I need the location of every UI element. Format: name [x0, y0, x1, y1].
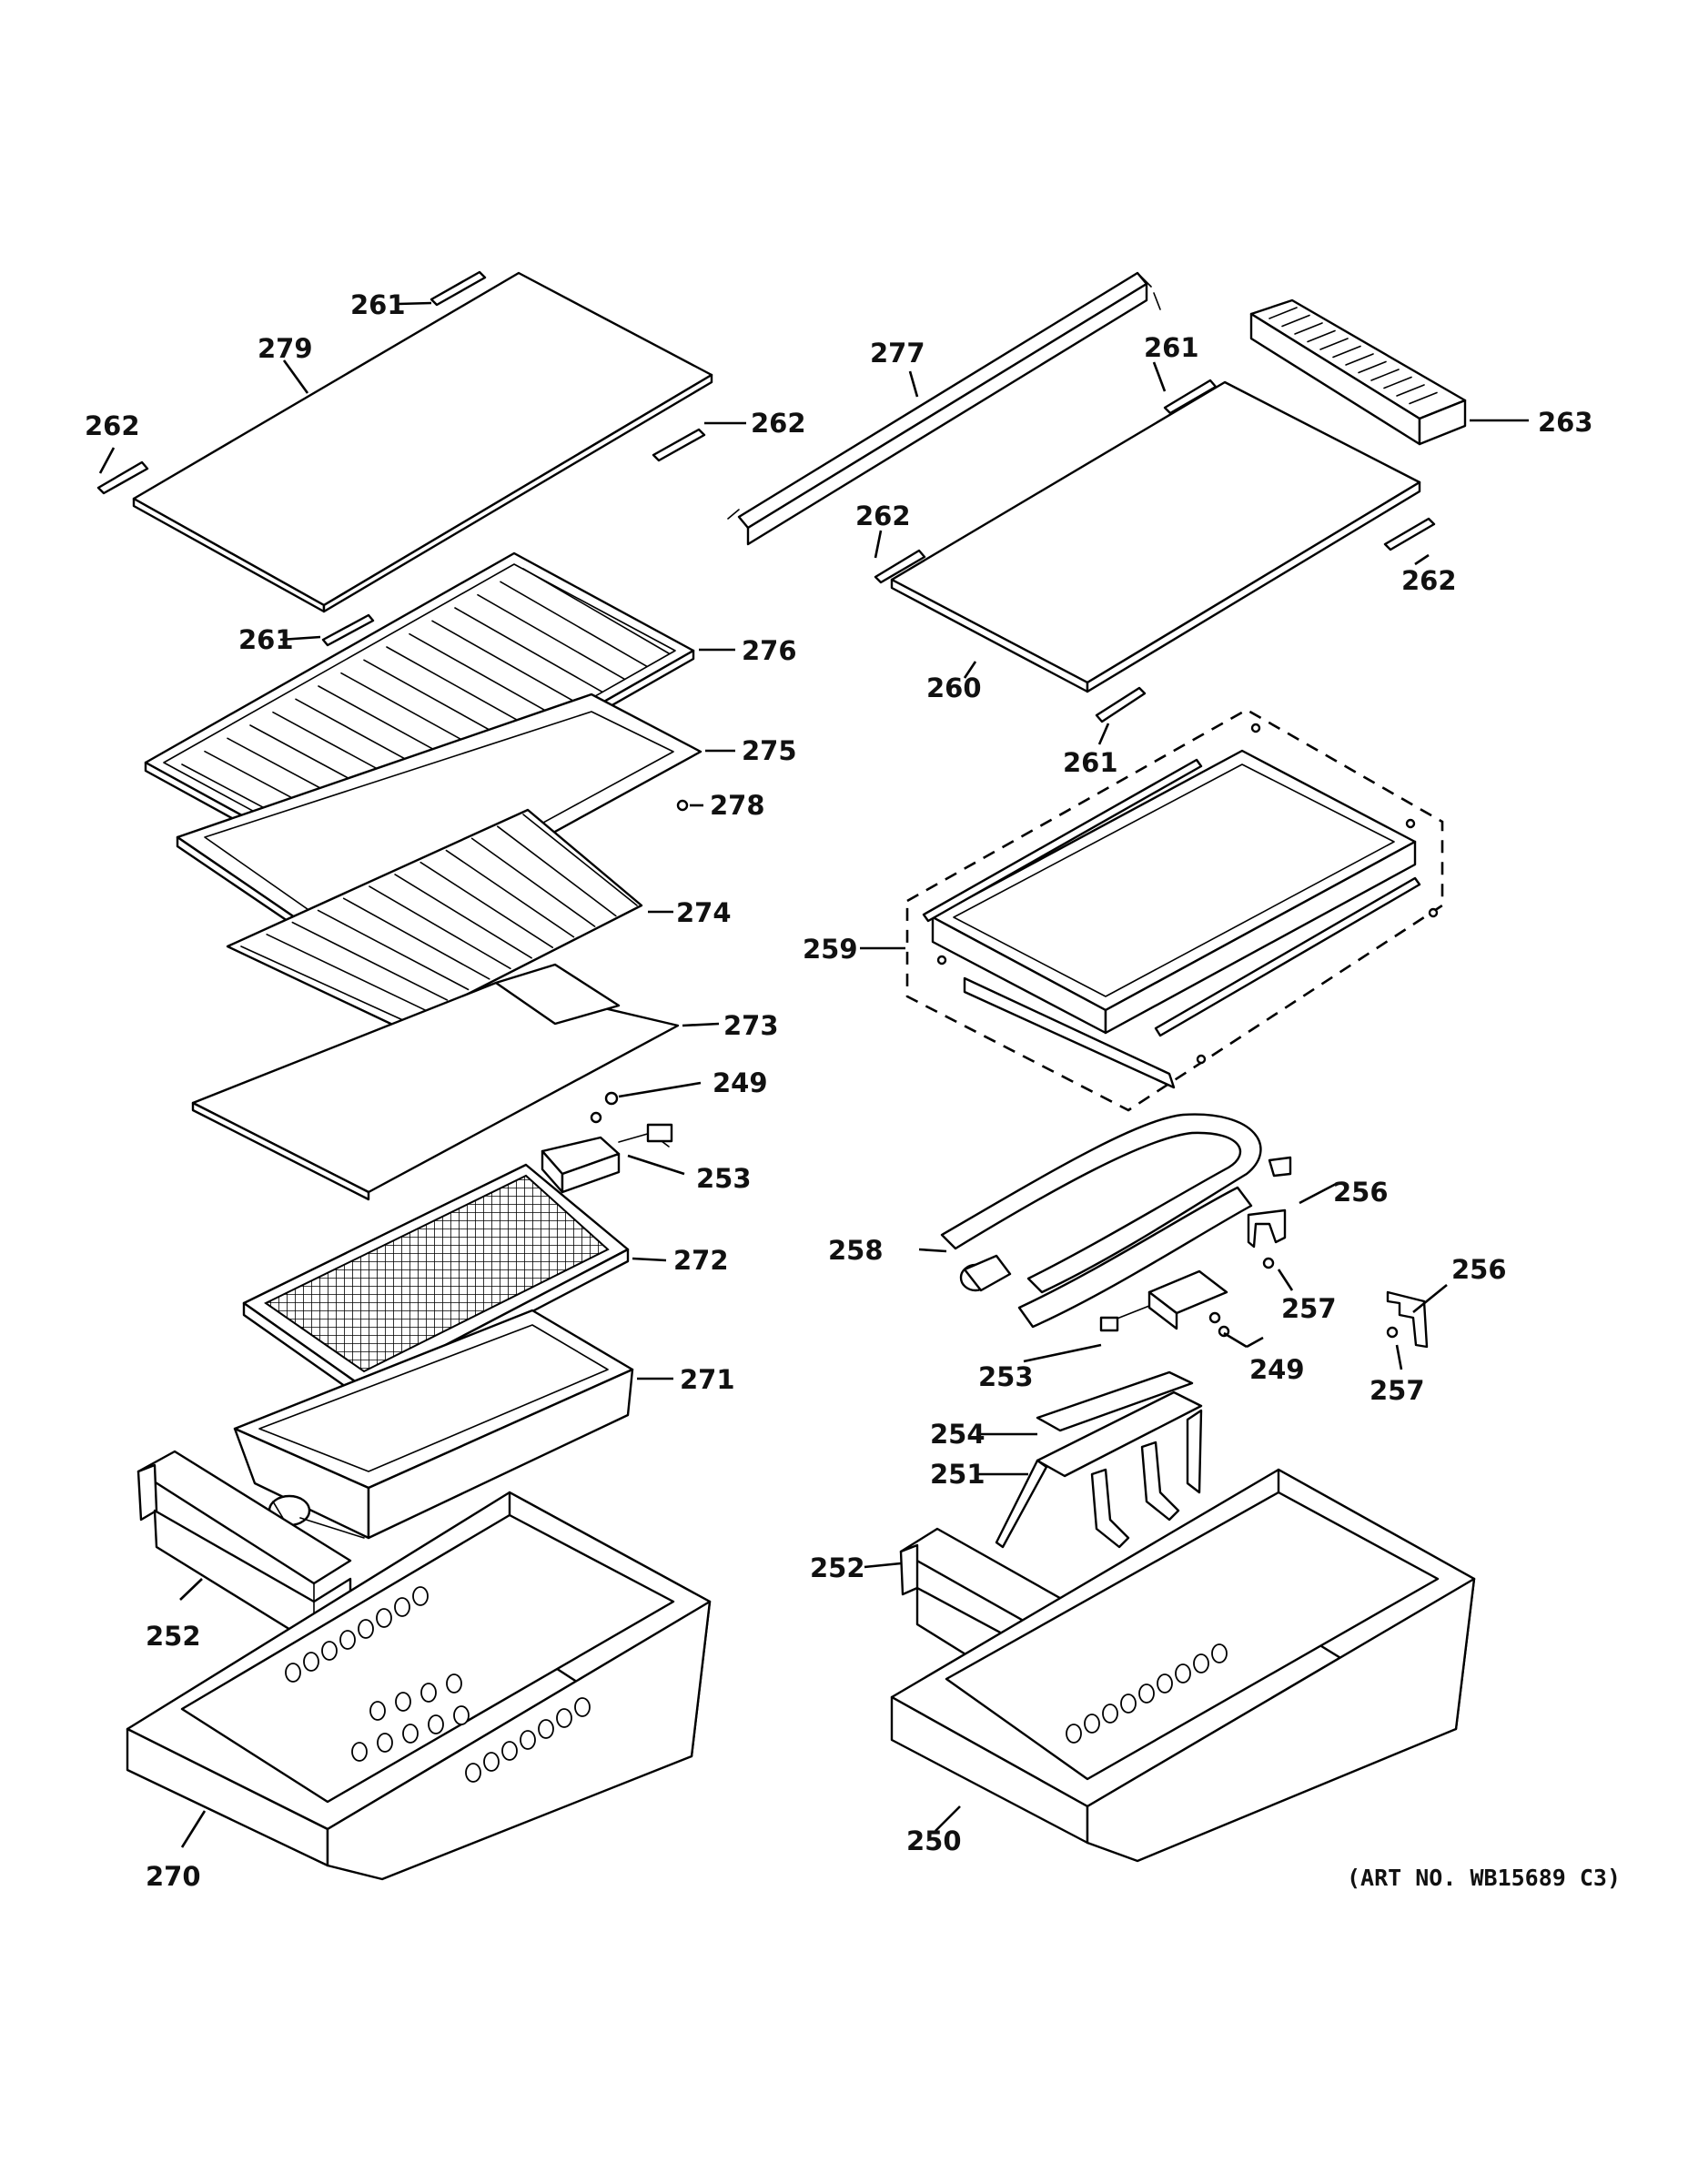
label-273: 273 — [723, 1010, 779, 1041]
label-272: 272 — [673, 1245, 729, 1276]
screw-278 — [676, 799, 689, 812]
bracket-256-a — [1247, 1208, 1287, 1249]
igniter-switch-253-left — [541, 1123, 673, 1194]
rear-trim-277 — [727, 271, 1161, 546]
burner-box-271 — [233, 1309, 634, 1548]
label-262: 262 — [751, 408, 806, 439]
label-261: 261 — [1063, 747, 1118, 778]
label-271: 271 — [680, 1364, 735, 1395]
vent-grille-263 — [1249, 298, 1467, 446]
label-254: 254 — [930, 1419, 986, 1450]
trim-strip-261-top-right — [1163, 379, 1218, 415]
griddle-housing-250 — [890, 1468, 1476, 1863]
trim-strip-262-right-top — [652, 428, 706, 462]
label-274: 274 — [676, 897, 732, 928]
bracket-256-b — [1386, 1290, 1429, 1349]
screw-249-left — [590, 1091, 619, 1124]
art-number: (ART NO. WB15689 C3) — [1347, 1865, 1621, 1891]
burner-bracket-251 — [995, 1390, 1203, 1549]
screw-257-a — [1262, 1257, 1275, 1269]
cover-260 — [890, 380, 1421, 693]
part-number-labels: 261 279 262 262 261 276 275 278 274 273 … — [85, 289, 1621, 1892]
leader-lines — [98, 301, 1529, 1848]
label-252: 252 — [146, 1621, 201, 1652]
radiant-plate-274 — [226, 808, 643, 1030]
label-262: 262 — [85, 410, 140, 441]
trim-strip-261-mid-left — [321, 613, 375, 647]
trim-strip-262-left — [96, 460, 149, 495]
label-250: 250 — [906, 1825, 962, 1856]
u-burner-258 — [940, 1113, 1292, 1329]
igniter-switch-253-right — [1099, 1269, 1228, 1332]
label-260: 260 — [926, 672, 982, 703]
label-261: 261 — [1144, 332, 1199, 363]
label-259: 259 — [803, 934, 858, 965]
trim-strip-262-mid-right — [874, 549, 926, 584]
screw-249-right — [1208, 1311, 1230, 1338]
label-256: 256 — [1451, 1254, 1507, 1285]
label-275: 275 — [742, 735, 797, 766]
label-251: 251 — [930, 1459, 986, 1490]
label-249: 249 — [1249, 1354, 1305, 1385]
label-263: 263 — [1538, 407, 1593, 438]
label-258: 258 — [828, 1235, 884, 1266]
label-257: 257 — [1370, 1375, 1425, 1406]
label-276: 276 — [742, 635, 797, 666]
label-261: 261 — [350, 289, 406, 320]
label-277: 277 — [870, 338, 925, 369]
label-270: 270 — [146, 1861, 201, 1892]
label-257: 257 — [1281, 1293, 1337, 1324]
grill-housing-270 — [126, 1491, 712, 1881]
label-252: 252 — [810, 1552, 865, 1583]
griddle-assembly-259 — [905, 708, 1444, 1112]
label-253: 253 — [696, 1163, 752, 1194]
drip-tray-273 — [191, 963, 680, 1201]
label-249: 249 — [713, 1067, 768, 1098]
label-256: 256 — [1333, 1177, 1389, 1208]
cover-279 — [132, 271, 713, 613]
trim-strip-261-bottom-right — [1095, 686, 1147, 723]
trim-strip-261-top-left — [430, 270, 487, 307]
label-262: 262 — [855, 500, 911, 531]
heat-shield-254 — [1036, 1370, 1194, 1432]
label-261: 261 — [238, 624, 294, 655]
label-279: 279 — [258, 333, 313, 364]
label-278: 278 — [710, 790, 765, 821]
label-262: 262 — [1401, 565, 1457, 596]
screw-257-b — [1386, 1326, 1399, 1339]
label-253: 253 — [978, 1361, 1034, 1392]
trim-strip-262-far-right — [1383, 517, 1436, 551]
